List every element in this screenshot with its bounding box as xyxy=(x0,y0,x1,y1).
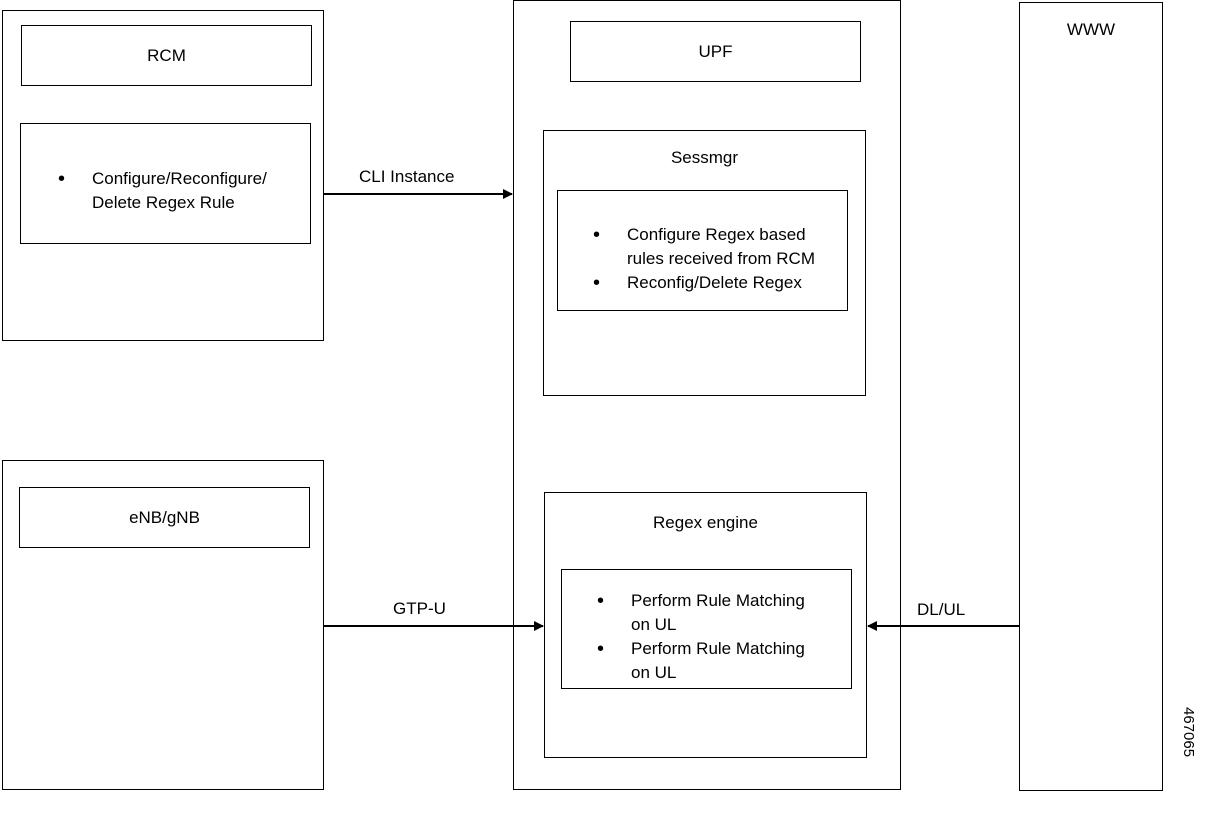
sessmgr-bullet-list: Configure Regex based rules received fro… xyxy=(593,223,815,295)
figure-id: 467065 xyxy=(1180,707,1197,758)
cli-instance-label: CLI Instance xyxy=(359,167,455,186)
regex-engine-title: Regex engine xyxy=(653,513,758,532)
enb-title: eNB/gNB xyxy=(129,508,200,527)
sessmgr-bullet: Reconfig/Delete Regex xyxy=(593,271,815,295)
www-title: WWW xyxy=(1066,20,1116,39)
regex-engine-bullet: Perform Rule Matching on UL xyxy=(597,589,805,637)
bullet-line: on UL xyxy=(631,615,677,634)
bullet-line: Configure/Reconfigure/ xyxy=(92,169,267,188)
www-block: WWW xyxy=(1019,2,1163,791)
rcm-bullet-list: Configure/Reconfigure/ Delete Regex Rule xyxy=(58,167,267,215)
sessmgr-bullet: Configure Regex based rules received fro… xyxy=(593,223,815,271)
bullet-line: Perform Rule Matching xyxy=(631,639,805,658)
rcm-function-box: Configure/Reconfigure/ Delete Regex Rule xyxy=(20,123,311,244)
sessmgr-function-box: Configure Regex based rules received fro… xyxy=(557,190,848,311)
regex-engine-bullet-list: Perform Rule Matching on UL Perform Rule… xyxy=(597,589,805,685)
dlul-label: DL/UL xyxy=(917,600,966,619)
upf-title-box: UPF xyxy=(570,21,861,82)
regex-engine-bullet: Perform Rule Matching on UL xyxy=(597,637,805,685)
bullet-line: Delete Regex Rule xyxy=(92,193,235,212)
bullet-line: Configure Regex based xyxy=(627,225,806,244)
rcm-title: RCM xyxy=(147,46,186,65)
sessmgr-title: Sessmgr xyxy=(670,148,739,167)
bullet-line: rules received from RCM xyxy=(627,249,815,268)
bullet-line: Perform Rule Matching xyxy=(631,591,805,610)
upf-title: UPF xyxy=(698,42,733,61)
gtpu-label: GTP-U xyxy=(393,599,446,618)
regex-engine-function-box: Perform Rule Matching on UL Perform Rule… xyxy=(561,569,852,689)
bullet-line: Reconfig/Delete Regex xyxy=(627,273,802,292)
bullet-line: on UL xyxy=(631,663,677,682)
enb-title-box: eNB/gNB xyxy=(19,487,310,548)
rcm-bullet: Configure/Reconfigure/ Delete Regex Rule xyxy=(58,167,267,215)
rcm-title-box: RCM xyxy=(21,25,312,86)
